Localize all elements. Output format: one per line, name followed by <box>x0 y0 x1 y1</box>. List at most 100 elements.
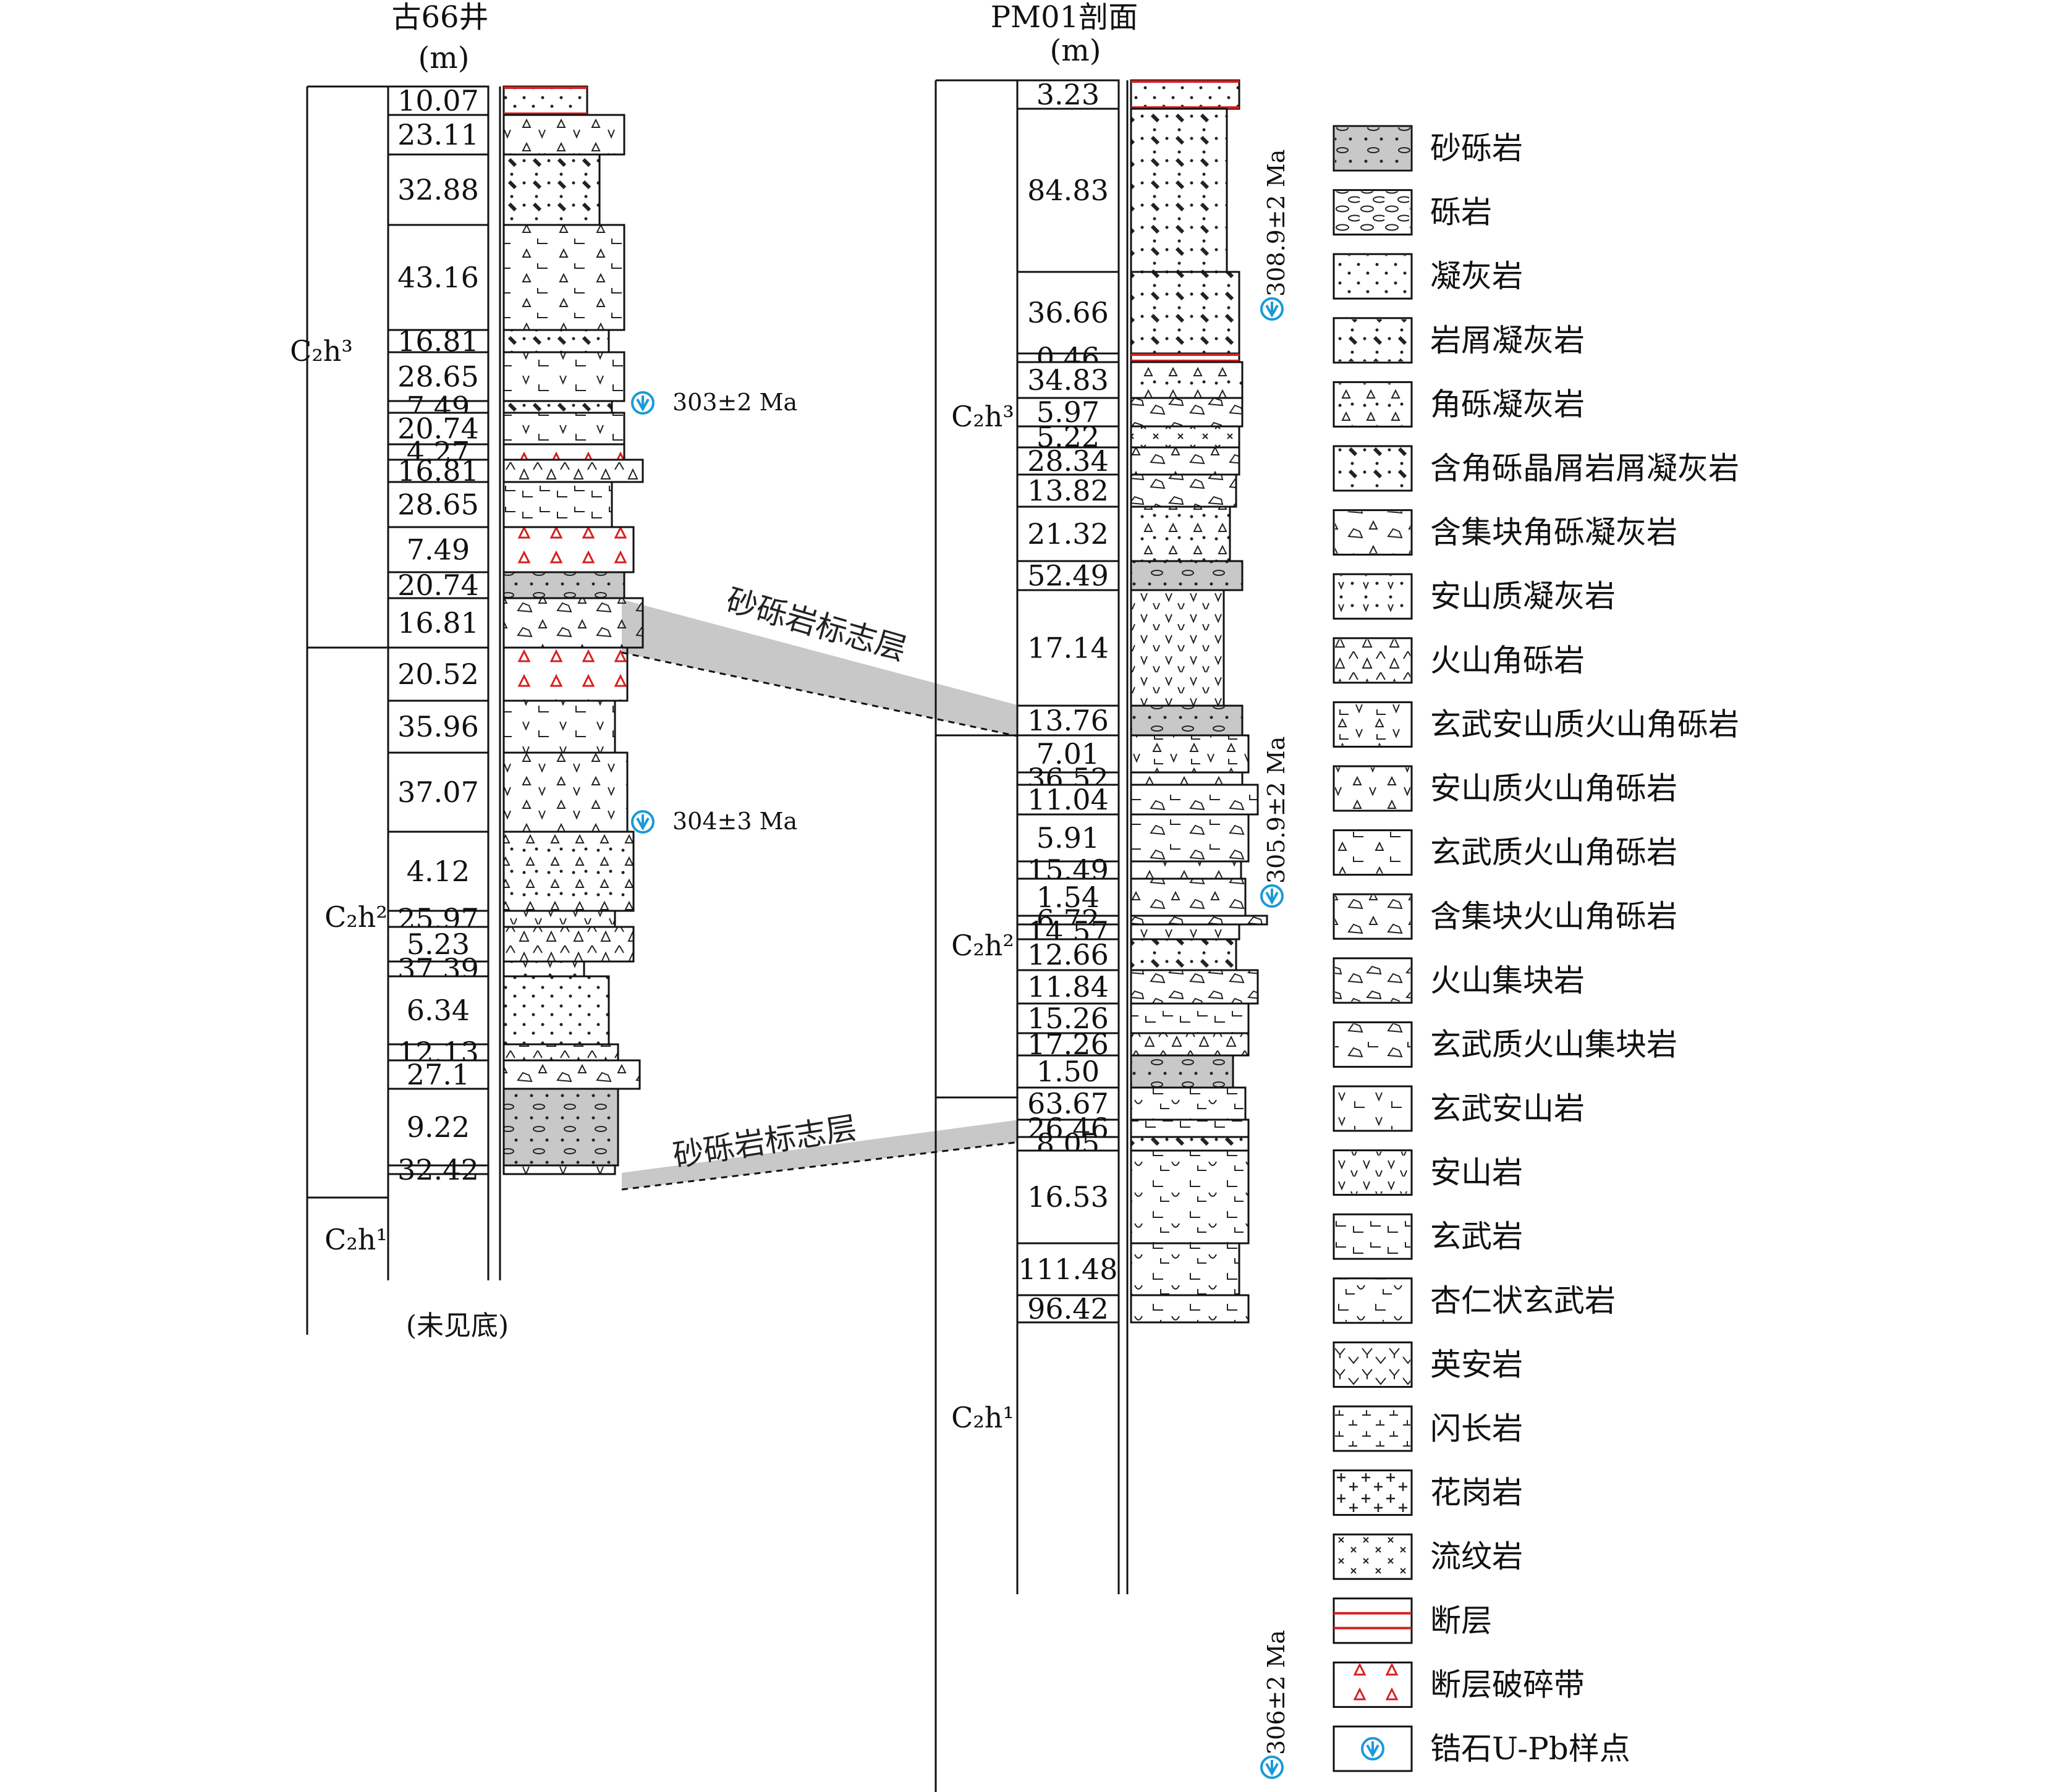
section-layer: 17.14 <box>1016 589 1225 707</box>
thickness-value: 63.67 <box>1027 1087 1109 1120</box>
legend-item: 断层破碎带 <box>1333 1661 1585 1708</box>
thickness-value: 12.66 <box>1027 938 1109 971</box>
legend-item: 流纹岩 <box>1333 1533 1523 1580</box>
well-layer: 32.88 <box>387 153 601 226</box>
well-unit: (m) <box>418 41 470 75</box>
thickness-value: 9.22 <box>407 1110 470 1144</box>
section-formation-label: C₂h³ <box>951 400 1014 433</box>
basaltic-agglomerate-icon <box>1333 1021 1413 1068</box>
well-layer: 23.11 <box>387 114 625 156</box>
legend-item: 砾岩 <box>1333 189 1492 236</box>
well-layer: 28.65 <box>387 351 625 402</box>
well-layer: 4.12 <box>387 830 635 912</box>
andesitic-breccia-icon <box>1333 765 1413 812</box>
legend: 砂砾岩砾岩凝灰岩岩屑凝灰岩角砾凝灰岩含角砾晶屑岩屑凝灰岩含集块角砾凝灰岩安山质凝… <box>1333 125 1739 1772</box>
legend-label: 断层破碎带 <box>1430 1667 1585 1702</box>
diorite-icon <box>1333 1405 1413 1452</box>
legend-label: 玄武质火山集块岩 <box>1430 1026 1677 1062</box>
well-age-1: 303±2 Ma <box>631 389 797 416</box>
thickness-value: 36.66 <box>1027 296 1109 329</box>
legend-label: 玄武安山岩 <box>1430 1091 1585 1126</box>
agglomerate-bearing-breccia-icon <box>1333 893 1413 940</box>
tuff-icon <box>1333 253 1413 300</box>
thickness-value: 32.88 <box>397 173 479 206</box>
legend-item: 凝灰岩 <box>1333 253 1523 300</box>
well-layer: 5.23 <box>387 926 635 963</box>
legend-label: 砂砾岩 <box>1430 130 1523 166</box>
basaltic-andesitic-breccia-icon <box>1333 701 1413 748</box>
legend-item: 火山角砾岩 <box>1333 637 1585 684</box>
section-layer: 0.46 <box>1016 341 1240 374</box>
well-column: 10.0723.1132.8843.1616.8128.657.4920.744… <box>306 84 644 1335</box>
zircon-icon <box>1260 1756 1284 1779</box>
thickness-value: 28.34 <box>1027 444 1109 478</box>
well-formation-label: C₂h² <box>324 900 388 934</box>
section-formation-label: C₂h¹ <box>951 1401 1014 1434</box>
fault-icon <box>1333 1597 1413 1644</box>
section-layer: 96.42 <box>1016 1292 1250 1325</box>
section-formation-labels: C₂h³ C₂h² C₂h¹ <box>951 400 1014 1434</box>
thickness-value: 16.53 <box>1027 1180 1109 1214</box>
section-layer: 11.84 <box>1016 969 1259 1005</box>
section-layer: 17.26 <box>1016 1028 1250 1061</box>
fault-breccia-zone-icon <box>1333 1661 1413 1708</box>
legend-label: 杏仁状玄武岩 <box>1430 1283 1616 1319</box>
thickness-value: 13.82 <box>1027 474 1109 507</box>
legend-label: 安山岩 <box>1430 1155 1523 1191</box>
thickness-value: 11.04 <box>1027 783 1109 816</box>
thickness-value: 96.42 <box>1027 1292 1109 1325</box>
dacite-icon <box>1333 1341 1413 1388</box>
section-layer: 21.32 <box>1016 505 1231 562</box>
thickness-value: 16.81 <box>397 606 479 640</box>
well-layer: 32.42 <box>387 1153 616 1186</box>
legend-item: 玄武安山质火山角砾岩 <box>1333 701 1739 748</box>
section-layer: 36.66 <box>1016 271 1240 355</box>
section-layer: 13.82 <box>1016 473 1237 508</box>
agglomerate-breccia-tuff-icon <box>1333 509 1413 556</box>
agglomerate-icon <box>1333 957 1413 1004</box>
thickness-value: 20.74 <box>397 568 479 602</box>
legend-label: 砾岩 <box>1430 195 1492 230</box>
thickness-value: 84.83 <box>1027 174 1109 207</box>
thickness-value: 4.12 <box>407 855 470 888</box>
thickness-value: 7.49 <box>407 533 470 567</box>
well-layer: 16.81 <box>387 597 644 649</box>
well-layer: 10.07 <box>387 84 588 117</box>
section-layer: 28.34 <box>1016 444 1240 478</box>
section-layer: 7.01 <box>1016 734 1250 774</box>
section-layer: 84.83 <box>1016 108 1228 273</box>
legend-label: 花岗岩 <box>1430 1475 1523 1511</box>
legend-item: 玄武质火山角砾岩 <box>1333 829 1677 876</box>
thickness-value: 27.1 <box>407 1058 470 1091</box>
legend-label: 玄武质火山角砾岩 <box>1430 835 1677 871</box>
zircon-icon <box>1260 884 1284 908</box>
well-layer: 7.49 <box>387 391 613 424</box>
legend-label: 火山角砾岩 <box>1430 643 1585 678</box>
section-layer: 5.91 <box>1016 813 1250 863</box>
thickness-value: 35.96 <box>397 710 479 743</box>
section-layer: 52.49 <box>1016 559 1244 593</box>
thickness-value: 7.01 <box>1036 737 1100 771</box>
zircon-sample-icon <box>1333 1725 1413 1772</box>
amygdaloidal-basalt-icon <box>1333 1277 1413 1324</box>
thickness-value: 11.84 <box>1027 970 1109 1004</box>
zircon-icon <box>631 810 655 834</box>
legend-item: 玄武质火山集块岩 <box>1333 1021 1677 1068</box>
well-layer: 20.74 <box>387 568 625 602</box>
legend-item: 安山质火山角砾岩 <box>1333 765 1677 812</box>
legend-label: 玄武安山质火山角砾岩 <box>1430 706 1739 742</box>
thickness-value: 43.16 <box>397 261 479 294</box>
thickness-value: 10.07 <box>397 84 479 117</box>
section-layer: 63.67 <box>1016 1086 1247 1121</box>
legend-item: 玄武安山岩 <box>1333 1085 1585 1132</box>
sandy-conglomerate-icon <box>1333 125 1413 172</box>
age-label: 304±3 Ma <box>672 808 797 835</box>
legend-item: 杏仁状玄武岩 <box>1333 1277 1616 1324</box>
legend-item: 角砾凝灰岩 <box>1333 381 1585 428</box>
lithic-tuff-icon <box>1333 317 1413 364</box>
age-label: 306±2 Ma <box>1263 1630 1290 1755</box>
volcanic-breccia-icon <box>1333 637 1413 684</box>
legend-label: 英安岩 <box>1430 1346 1523 1382</box>
legend-item: 砂砾岩 <box>1333 125 1523 172</box>
